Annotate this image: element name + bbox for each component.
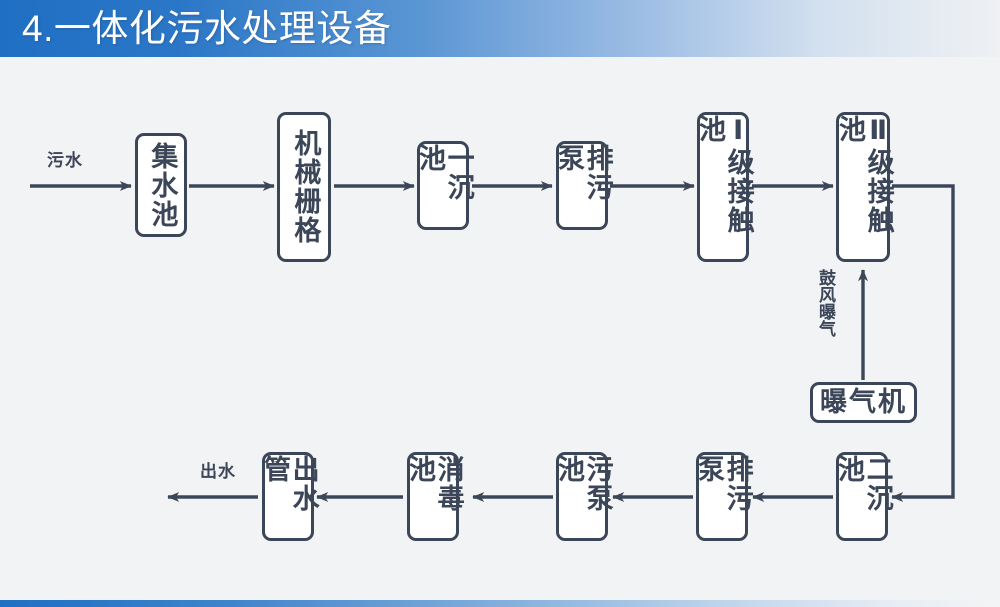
label-blower-aeration: 鼓风曝气: [815, 269, 835, 337]
footer-accent-bar: [0, 600, 1000, 607]
node-paiwubeng-lower[interactable]: 排污泵: [693, 452, 753, 541]
node-xiaoduchi[interactable]: 消毒池: [404, 452, 464, 541]
node-wubengchi[interactable]: 污泵池: [553, 452, 613, 541]
page-title: 4.一体化污水处理设备: [22, 8, 392, 49]
node-chushuiguan[interactable]: 出水管: [259, 452, 319, 541]
node-jixieshange[interactable]: 机械栅格: [277, 112, 331, 262]
header-bar: 4.一体化污水处理设备: [0, 0, 1000, 57]
node-jishuichi[interactable]: 集水池: [135, 133, 187, 237]
node-jiechuchi-2[interactable]: Ⅱ级接触池: [834, 112, 894, 262]
node-baoqiji[interactable]: 曝气机: [810, 382, 917, 423]
flow-connectors: [30, 181, 955, 502]
process-flow-diagram: 集水池 机械栅格 一沉池 排污泵 Ⅰ级接触池 Ⅱ级接触池 曝气机 二沉池 排污泵…: [0, 57, 1000, 600]
node-yichenchi[interactable]: 一沉池: [414, 141, 474, 230]
node-paiwubeng-upper[interactable]: 排污泵: [553, 141, 613, 230]
node-erchenchi[interactable]: 二沉池: [833, 452, 893, 541]
label-inlet-wastewater: 污水: [47, 151, 83, 171]
label-outlet-water: 出水: [200, 462, 236, 482]
node-jiechuchi-1[interactable]: Ⅰ级接触池: [694, 112, 754, 262]
